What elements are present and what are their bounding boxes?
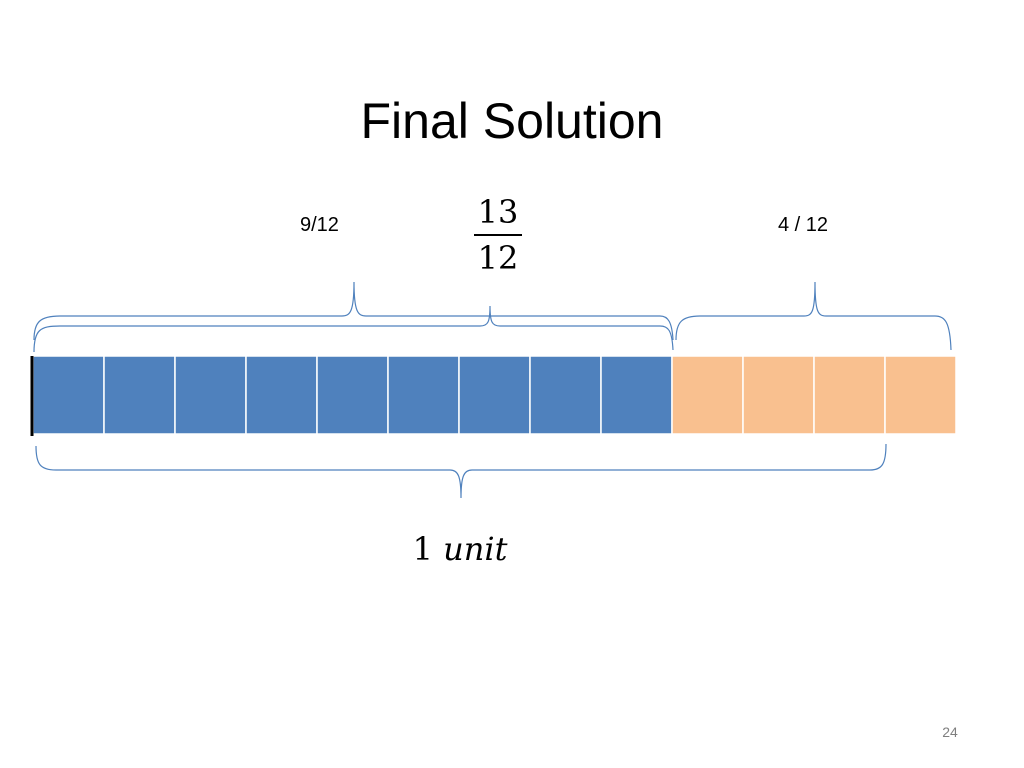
filled-part-cell xyxy=(529,355,602,435)
extra-part-cell xyxy=(813,355,886,435)
filled-part-cell xyxy=(174,355,247,435)
fraction-bar xyxy=(474,234,522,236)
filled-part-cell xyxy=(458,355,531,435)
extra-part-cell xyxy=(671,355,744,435)
filled-part-cell xyxy=(600,355,673,435)
filled-part-cell xyxy=(245,355,318,435)
brace-one-unit xyxy=(35,443,887,499)
left-fraction-label: 9/12 xyxy=(300,214,339,236)
total-fraction: 13 12 xyxy=(468,192,528,278)
page-number: 24 xyxy=(942,724,958,740)
unit-number: 1 xyxy=(412,530,433,568)
extra-part-cell xyxy=(884,355,957,435)
bar-cells xyxy=(32,355,957,435)
filled-part-cell xyxy=(103,355,176,435)
slide-title: Final Solution xyxy=(360,93,664,149)
unit-label: 1 unit xyxy=(380,530,540,568)
total-numerator: 13 xyxy=(477,193,519,231)
right-fraction-label: 4 / 12 xyxy=(778,214,829,236)
filled-part-cell xyxy=(387,355,460,435)
brace-total xyxy=(33,305,674,353)
filled-part-cell xyxy=(32,355,105,435)
extra-part-cell xyxy=(742,355,815,435)
unit-word: unit xyxy=(443,530,508,568)
total-denominator: 12 xyxy=(477,239,519,277)
brace-four-twelfths xyxy=(675,281,952,351)
brace-nine-twelfths xyxy=(33,281,674,341)
filled-part-cell xyxy=(316,355,389,435)
